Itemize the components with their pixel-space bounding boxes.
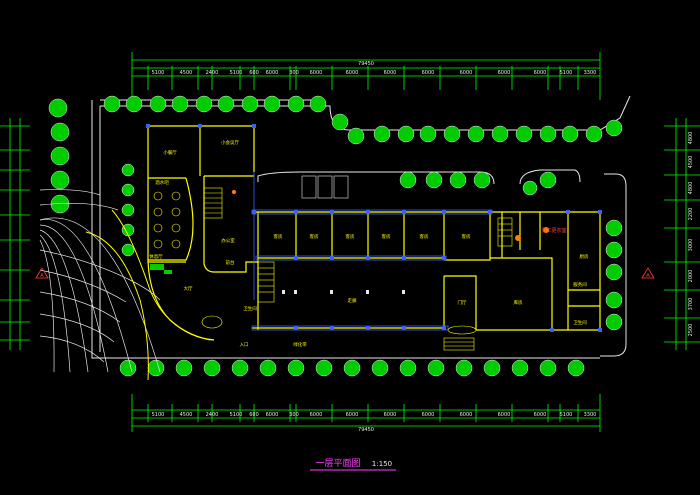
dim-label: 5100 xyxy=(560,70,573,76)
room-label: 大厅 xyxy=(184,285,193,292)
dim-label: 3000 xyxy=(688,239,694,252)
room-labels: 小餐厅 小会议厅 酒水吧 休息厅 办公室 前台 大厅 卫生间 客房 客房 客房 … xyxy=(149,139,589,348)
room-label: 厨房 xyxy=(580,253,589,260)
columns xyxy=(146,124,602,332)
room-label: 员工更衣室 xyxy=(541,227,566,234)
room-label: 走廊 xyxy=(348,297,357,304)
trees xyxy=(48,95,623,377)
bottom-dimension-lines xyxy=(131,394,601,432)
drawing-title: 一层平面图 xyxy=(315,458,360,469)
planters xyxy=(150,264,172,274)
dim-label: 6000 xyxy=(384,70,397,76)
top-total-dimension: 79450 xyxy=(358,61,374,67)
dim-label: 5100 xyxy=(230,412,243,418)
dim-label: 2000 xyxy=(688,270,694,283)
top-dimension-lines xyxy=(131,52,601,100)
dim-label: 6000 xyxy=(384,412,397,418)
dim-label: 6000 xyxy=(460,412,473,418)
left-dimension-lines xyxy=(0,118,30,350)
dim-label: 6000 xyxy=(346,412,359,418)
room-label: 客房 xyxy=(462,233,471,240)
building-walls xyxy=(147,125,601,341)
room-label: 酒水吧 xyxy=(155,179,169,186)
room-label: 客房 xyxy=(382,233,391,240)
dim-label: 2500 xyxy=(688,324,694,337)
dim-label: 6000 xyxy=(460,70,473,76)
inner-walls xyxy=(251,172,493,331)
dim-label: 6000 xyxy=(266,412,279,418)
bottom-dimension-labels: 5100 4500 2400 5100 600 6000 300 6000 60… xyxy=(152,412,597,418)
dim-label: 600 xyxy=(249,412,259,418)
dim-label: 2200 xyxy=(688,208,694,221)
dim-label: 6000 xyxy=(310,412,323,418)
bottom-total-dimension: 79450 xyxy=(358,427,374,433)
dim-label: 4500 xyxy=(688,156,694,169)
room-label: 门厅 xyxy=(458,299,467,306)
dim-label: 300 xyxy=(289,412,299,418)
parking-bays xyxy=(301,175,349,199)
right-dimension-lines xyxy=(664,118,700,350)
room-label: 库房 xyxy=(514,299,523,306)
dim-label: 3300 xyxy=(584,412,597,418)
dim-label: 600 xyxy=(249,70,259,76)
stairs xyxy=(203,187,513,351)
dim-label: 6000 xyxy=(310,70,323,76)
dim-label: 6000 xyxy=(498,412,511,418)
dim-label: 5100 xyxy=(230,70,243,76)
radial-paving xyxy=(39,189,161,373)
dim-label: 4800 xyxy=(688,182,694,195)
room-label: 客房 xyxy=(420,233,429,240)
top-dimension-labels: 5100 4500 2400 5100 600 6000 300 6000 60… xyxy=(152,70,597,76)
room-label: 客房 xyxy=(274,233,283,240)
section-mark-label: A xyxy=(40,273,44,279)
section-mark-right: A xyxy=(641,267,655,279)
fixtures xyxy=(232,190,549,241)
section-mark-left: A xyxy=(35,267,49,279)
section-mark-label: A xyxy=(646,273,650,279)
dim-label: 2400 xyxy=(206,412,219,418)
room-label: 客房 xyxy=(310,233,319,240)
dim-label: 6000 xyxy=(346,70,359,76)
room-label: 休息厅 xyxy=(149,253,163,260)
room-label: 卫生间 xyxy=(573,319,587,326)
dim-label: 2400 xyxy=(206,70,219,76)
dim-label: 6000 xyxy=(266,70,279,76)
room-label: 绿化带 xyxy=(293,341,307,348)
dim-label: 6000 xyxy=(422,70,435,76)
furniture xyxy=(153,191,477,335)
room-label: 小餐厅 xyxy=(163,149,177,156)
room-label: 小会议厅 xyxy=(221,139,239,146)
dim-label: 6000 xyxy=(534,70,547,76)
dim-label: 6000 xyxy=(498,70,511,76)
room-label: 客房 xyxy=(346,233,355,240)
dim-label: 300 xyxy=(289,70,299,76)
dim-label: 5100 xyxy=(152,412,165,418)
drawing-scale: 1:150 xyxy=(372,460,392,468)
room-label: 入口 xyxy=(240,342,249,348)
drawing-title-block: 一层平面图 1:150 xyxy=(310,458,396,471)
dim-label: 6000 xyxy=(422,412,435,418)
right-dimension-labels: 4800 4500 4800 2200 3000 2000 3700 2500 xyxy=(688,132,694,337)
room-label: 卫生间 xyxy=(243,305,257,312)
dim-label: 5100 xyxy=(560,412,573,418)
dim-label: 3300 xyxy=(584,70,597,76)
dim-label: 5100 xyxy=(152,70,165,76)
room-label: 服务间 xyxy=(573,281,587,288)
dim-label: 3700 xyxy=(688,298,694,311)
dim-label: 4500 xyxy=(180,412,193,418)
dim-label: 6000 xyxy=(534,412,547,418)
dim-label: 4500 xyxy=(180,70,193,76)
room-label: 前台 xyxy=(226,259,235,266)
room-label: 办公室 xyxy=(221,237,235,244)
lobby-column-marks xyxy=(282,290,405,294)
dim-label: 4800 xyxy=(688,132,694,145)
